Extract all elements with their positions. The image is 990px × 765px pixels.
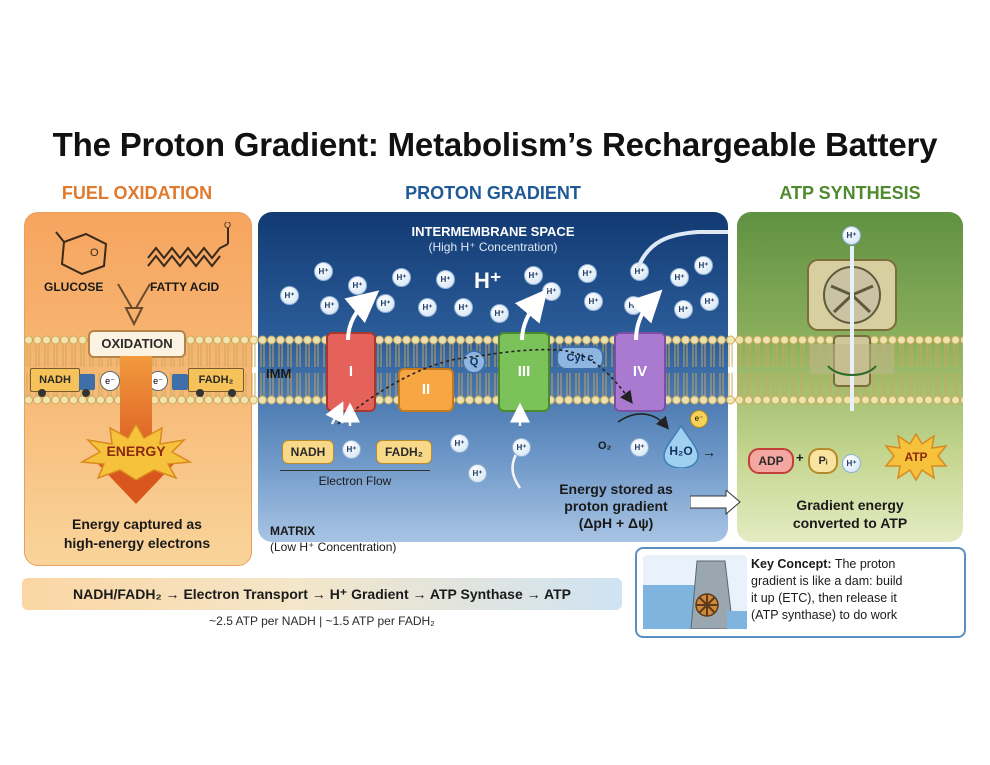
phosphate-label: Pᵢ bbox=[808, 448, 838, 474]
fuel-caption-line1: Energy captured as bbox=[72, 516, 202, 532]
h-ion: H⁺ bbox=[392, 268, 411, 287]
key-concept-box: Key Concept: The proton gradient is like… bbox=[635, 547, 966, 638]
h-ion: H⁺ bbox=[578, 264, 597, 283]
electron-bubble-1: e⁻ bbox=[100, 371, 120, 391]
h-ion-atp: H⁺ bbox=[842, 226, 861, 245]
h-ion: H⁺ bbox=[700, 292, 719, 311]
h-ion: H⁺ bbox=[320, 296, 339, 315]
adp-label: ADP bbox=[748, 448, 794, 474]
h-ion-matrix: H⁺ bbox=[630, 438, 649, 457]
h-ion: H⁺ bbox=[418, 298, 437, 317]
intermembrane-space-label: INTERMEMBRANE SPACE bbox=[411, 224, 575, 239]
proton-gradient-header: PROTON GRADIENT bbox=[405, 183, 581, 203]
h-ion-matrix: H⁺ bbox=[468, 464, 487, 483]
dam-turbine-icon bbox=[643, 555, 747, 629]
atp-yield-text: ~2.5 ATP per NADH | ~1.5 ATP per FADH₂ bbox=[209, 614, 435, 628]
water-drop-icon bbox=[663, 424, 699, 468]
imm-label: IMM bbox=[266, 366, 292, 381]
h-ion: H⁺ bbox=[314, 262, 333, 281]
diagram-title: The Proton Gradient: Metabolism’s Rechar… bbox=[52, 126, 938, 163]
h-ion: H⁺ bbox=[436, 270, 455, 289]
h-ion: H⁺ bbox=[490, 304, 509, 323]
key-concept-label: Key Concept: bbox=[751, 557, 832, 571]
h-ion-matrix: H⁺ bbox=[450, 434, 469, 453]
h-ion: H⁺ bbox=[454, 298, 473, 317]
fadh2-matrix-label: FADH₂ bbox=[376, 440, 432, 464]
summary-flow-text: NADH/FADH₂ → Electron Transport → H⁺ Gra… bbox=[73, 586, 571, 602]
energy-stored-line2: proton gradient bbox=[564, 498, 668, 514]
glucose-structure-icon: O bbox=[55, 231, 108, 276]
h-ion: H⁺ bbox=[348, 276, 367, 295]
big-h-plus-label: H⁺ bbox=[474, 268, 502, 293]
svg-text:O: O bbox=[90, 247, 99, 259]
energy-burst-icon bbox=[80, 422, 192, 480]
h-ion: H⁺ bbox=[280, 286, 299, 305]
atp-caption-line1: Gradient energy bbox=[796, 497, 904, 513]
ubiquinone-q: Q bbox=[462, 350, 486, 374]
key-concept-line2: gradient is like a dam: build bbox=[751, 574, 903, 588]
key-concept-line1: The proton bbox=[834, 557, 896, 571]
energy-stored-label: Energy stored as proton gradient (ΔpH + … bbox=[546, 481, 686, 532]
h-ion: H⁺ bbox=[674, 300, 693, 319]
summary-flow-bar: NADH/FADH₂ → Electron Transport → H⁺ Gra… bbox=[22, 578, 622, 610]
water-label: H₂O bbox=[669, 444, 693, 458]
fuel-oxidation-header: FUEL OXIDATION bbox=[61, 183, 213, 203]
oxygen-label: O₂ bbox=[598, 440, 612, 452]
oxidation-box: OXIDATION bbox=[88, 330, 186, 358]
key-concept-line3: it up (ETC), then release it bbox=[751, 591, 897, 605]
electron-flow-label: Electron Flow bbox=[318, 474, 392, 488]
glucose-label: GLUCOSE bbox=[44, 280, 104, 294]
electron-ion: e⁻ bbox=[690, 410, 708, 428]
energy-stored-line3: (ΔpH + Δψ) bbox=[578, 515, 654, 531]
atp-synthase-icon bbox=[807, 246, 897, 411]
nadh-truck-label: NADH bbox=[30, 368, 80, 392]
h-ion: H⁺ bbox=[376, 294, 395, 313]
electron-flow-bracket bbox=[280, 462, 430, 471]
energy-stored-line1: Energy stored as bbox=[559, 481, 673, 497]
cytochrome-c: Cyt c bbox=[556, 346, 604, 370]
key-concept-line4: (ATP synthase) to do work bbox=[751, 608, 898, 622]
water-arrow-icon: → bbox=[702, 444, 716, 460]
h-ion: H⁺ bbox=[694, 256, 713, 275]
atp-caption-line2: converted to ATP bbox=[792, 515, 908, 531]
plus-sign: + bbox=[796, 450, 804, 465]
h-ion-atp: H⁺ bbox=[842, 454, 861, 473]
fatty-acid-structure-icon: O bbox=[147, 222, 231, 268]
matrix-label: MATRIX bbox=[270, 524, 316, 538]
fadh2-truck-icon: FADH₂ bbox=[170, 366, 246, 397]
atp-synthesis-header: ATP SYNTHESIS bbox=[779, 183, 921, 203]
complex-i: I bbox=[326, 332, 376, 412]
fadh2-truck-label: FADH₂ bbox=[188, 368, 244, 392]
nadh-matrix-label: NADH bbox=[282, 440, 334, 464]
svg-text:O: O bbox=[224, 222, 231, 230]
fatty-acid-label: FATTY ACID bbox=[150, 280, 220, 294]
convergence-arrow-icon bbox=[117, 283, 151, 327]
nadh-truck-icon: NADH bbox=[30, 366, 100, 397]
atp-product-label: ATP bbox=[904, 450, 928, 464]
energy-label: ENERGY bbox=[106, 443, 166, 459]
to-atp-arrow-icon bbox=[690, 490, 741, 516]
h-ion: H⁺ bbox=[524, 266, 543, 285]
h-ion: H⁺ bbox=[584, 292, 603, 311]
fuel-caption-line2: high-energy electrons bbox=[63, 535, 211, 551]
h-ion-matrix: H⁺ bbox=[342, 440, 361, 459]
complex-iii: III bbox=[498, 332, 550, 412]
atp-burst-icon bbox=[884, 432, 948, 482]
h-ion: H⁺ bbox=[670, 268, 689, 287]
h-ion-matrix: H⁺ bbox=[512, 438, 531, 457]
matrix-sublabel: (Low H⁺ Concentration) bbox=[270, 540, 397, 554]
intermembrane-space-sublabel: (High H⁺ Concentration) bbox=[428, 240, 558, 254]
